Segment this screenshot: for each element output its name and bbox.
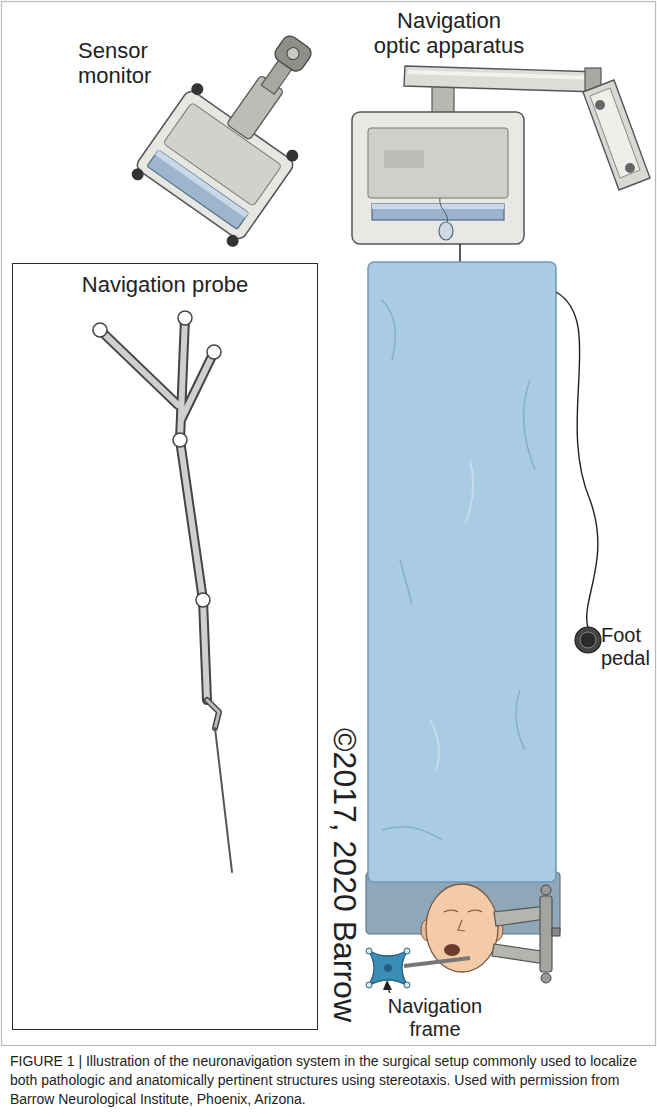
head-clamp-part <box>540 896 552 972</box>
sensor-monitor-drawing-part <box>224 233 241 250</box>
optic-apparatus-drawing-part <box>384 150 424 168</box>
draped-bed-part <box>516 690 525 750</box>
navigation-frame-drawing-part <box>404 982 410 988</box>
navigation-probe-drawing-part <box>207 700 219 728</box>
head-clamp-part <box>541 973 551 983</box>
navigation-frame-drawing-part <box>384 964 392 972</box>
part-label: Foot pedal <box>601 624 655 670</box>
patient-head-part <box>458 920 465 931</box>
optic-apparatus-drawing-part <box>625 163 635 173</box>
head-clamp-part <box>404 958 470 966</box>
optic-apparatus-drawing-part <box>583 80 650 190</box>
navigation-probe-drawing-part <box>100 318 214 700</box>
optic-apparatus-drawing-part <box>590 88 640 178</box>
sensor-monitor-drawing-part <box>284 147 301 164</box>
navigation-probe-drawing-part <box>207 700 219 728</box>
optic-apparatus-drawing-part <box>595 100 605 110</box>
navigation-probe-drawing-part <box>173 433 187 447</box>
navigation-probe-drawing-part <box>100 318 214 700</box>
optic-apparatus-drawing <box>352 66 650 244</box>
patient-head-part <box>444 944 460 956</box>
optic-apparatus-drawing-part <box>439 222 453 240</box>
sensor-monitor-drawing-part <box>272 33 314 74</box>
draped-bed-part <box>400 560 412 604</box>
leader-arrow-part <box>383 980 392 990</box>
part-label: Navigation frame <box>380 995 490 1041</box>
optic-apparatus-drawing-part <box>368 128 508 198</box>
head-clamp-part <box>552 928 560 936</box>
probe-box: Navigation probe <box>12 263 318 1030</box>
navigation-frame-drawing-part <box>366 948 372 954</box>
sensor-monitor-drawing-part <box>147 150 249 229</box>
copyright-watermark: ©2017, 2020 Barrow <box>327 728 362 1022</box>
head-clamp <box>404 885 560 983</box>
optic-apparatus-drawing-part <box>407 70 596 80</box>
foot-pedal-drawing-part <box>580 632 596 648</box>
draped-bed <box>368 262 556 882</box>
draped-bed-part <box>430 720 439 770</box>
draped-bed-part <box>382 300 395 360</box>
sensor-monitor-drawing-part <box>189 81 206 98</box>
foot-pedal-drawing <box>575 627 601 653</box>
sensor-monitor-drawing <box>128 5 354 250</box>
part-label: Navigation optic apparatus <box>372 8 526 59</box>
part-label: Sensor monitor <box>78 38 170 89</box>
optic-apparatus-drawing-part <box>352 112 524 244</box>
patient-head-part <box>444 910 482 912</box>
sensor-monitor-drawing-part <box>129 166 146 183</box>
draped-bed-part <box>382 827 442 840</box>
navigation-frame-drawing-part <box>366 982 372 988</box>
navigation-probe-drawing-part <box>93 323 107 337</box>
draped-bed-part <box>524 380 535 470</box>
optic-apparatus-drawing-part <box>432 84 454 114</box>
leader-arrow <box>383 980 392 993</box>
head-clamp-part <box>541 885 551 895</box>
sensor-monitor-drawing-part <box>285 45 302 62</box>
navigation-probe-drawing-part <box>196 593 210 607</box>
optic-apparatus-drawing-part <box>372 204 504 209</box>
draped-bed-part <box>368 262 556 882</box>
cable <box>459 244 461 263</box>
navigation-frame-drawing-part <box>368 950 408 986</box>
foot-pedal-drawing-part <box>575 627 601 653</box>
navigation-probe-drawing <box>93 311 232 872</box>
optic-apparatus-drawing-part <box>372 204 504 220</box>
draped-bed-part <box>466 460 473 522</box>
sensor-monitor-drawing-part <box>155 150 249 218</box>
pedal-cable <box>556 292 598 628</box>
navigation-probe-drawing-part <box>207 345 221 359</box>
navigation-probe-drawing-part <box>215 728 232 872</box>
navigation-probe-drawing-part <box>178 311 192 325</box>
box-heading: Navigation probe <box>13 264 317 297</box>
optic-apparatus-drawing-part <box>404 66 600 92</box>
figure-frame <box>2 2 656 1046</box>
figure-caption: FIGURE 1 | Illustration of the neuronavi… <box>10 1052 647 1109</box>
sensor-monitor-drawing-part <box>134 88 296 241</box>
navigation-frame-drawing-part <box>404 948 410 954</box>
